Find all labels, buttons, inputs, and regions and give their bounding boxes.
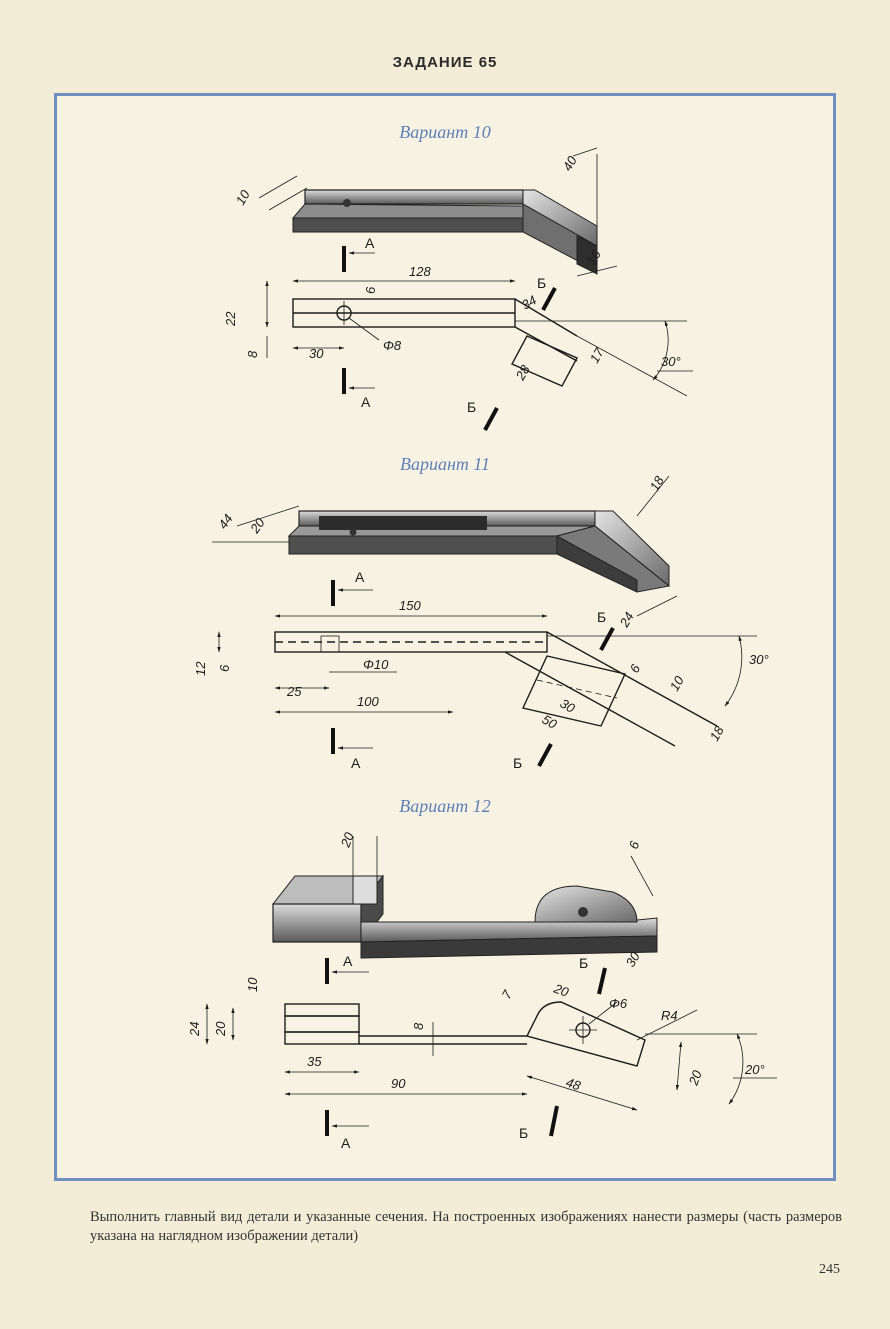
cut-a-top: A (365, 235, 375, 251)
dim-7: 7 (499, 987, 516, 1001)
dim-10-12: 10 (245, 977, 260, 992)
dim-48: 48 (564, 1075, 583, 1094)
dim-35: 35 (307, 1054, 322, 1069)
dim-phi8: Φ8 (383, 338, 402, 353)
drawings-svg: 10 40 16 128 6 22 8 (187, 147, 777, 1151)
dim-20-top: 20 (337, 830, 357, 850)
dim-8: 8 (245, 350, 260, 358)
dim-6: 6 (363, 286, 378, 294)
dim-28: 28 (512, 362, 533, 384)
cut-b-bottom: Б (467, 399, 476, 415)
variant-11-label: Вариант 11 (399, 454, 491, 474)
cut-a-bottom: A (361, 394, 371, 410)
cut-b-bottom-12: Б (519, 1125, 528, 1141)
dim-12: 12 (193, 661, 208, 676)
task-instructions: Выполнить главный вид детали и указанные… (90, 1209, 842, 1244)
dim-6-12: 6 (626, 838, 643, 851)
cut-a-bottom-11: A (351, 755, 361, 771)
dim-20-b-12: 20 (551, 980, 571, 1000)
dim-18: 18 (647, 473, 668, 494)
dim-30-b: 30 (558, 696, 579, 717)
dim-r4: R4 (661, 1008, 678, 1023)
dim-40: 40 (560, 153, 581, 174)
cut-b-top-12: Б (579, 955, 588, 971)
dim-20: 20 (247, 515, 269, 537)
page-number: 245 (819, 1262, 840, 1277)
dim-8-12: 8 (411, 1022, 426, 1030)
dim-angle-30-b: 30° (749, 652, 769, 667)
dim-50: 50 (540, 712, 561, 733)
dim-6-b: 6 (627, 661, 644, 675)
cut-a-top-11: A (355, 569, 365, 585)
cut-a-top-12: A (343, 953, 353, 969)
dim-10: 10 (233, 187, 254, 208)
variant-11-isometric (287, 510, 671, 593)
dim-angle-30: 30° (661, 354, 681, 369)
dim-128: 128 (409, 264, 431, 279)
cut-b-bottom-11: Б (513, 755, 522, 771)
dim-22: 22 (223, 311, 238, 327)
variant-12-isometric (271, 874, 658, 959)
variant-12-view: 10 24 20 8 35 90 7 20 Φ6 R4 48 20 20° (187, 953, 777, 1151)
dim-angle-20: 20° (744, 1062, 765, 1077)
drawing-frame: Вариант 10 Вариант 11 Вариант 12 (54, 93, 836, 1181)
dim-44: 44 (215, 511, 236, 531)
dim-phi10: Φ10 (363, 657, 389, 672)
dim-17: 17 (587, 345, 608, 366)
variant-10-isometric (291, 189, 598, 275)
dim-20-12: 20 (213, 1021, 228, 1037)
task-title: ЗАДАНИЕ 65 (392, 54, 498, 71)
dim-25: 25 (286, 684, 302, 699)
cut-b-top: Б (537, 275, 546, 291)
variant-10-label: Вариант 10 (399, 122, 491, 142)
dim-30: 30 (309, 346, 324, 361)
dim-34: 34 (519, 292, 539, 312)
dim-10: 10 (667, 673, 688, 694)
cut-b-top-11: Б (597, 609, 606, 625)
dim-24: 24 (616, 609, 637, 630)
variant-12-label: Вариант 12 (399, 796, 491, 816)
dim-90: 90 (391, 1076, 406, 1091)
dim-150: 150 (399, 598, 421, 613)
cut-a-bottom-12: A (341, 1135, 351, 1151)
dim-100: 100 (357, 694, 379, 709)
dim-6: 6 (217, 664, 232, 672)
variant-10-view: 128 6 22 8 30 Φ8 34 17 28 30° A A (223, 235, 693, 431)
dim-20-c-12: 20 (685, 1068, 705, 1088)
variant-11-view: 150 12 6 Φ10 25 100 30 50 6 10 18 30° A … (193, 569, 769, 771)
dim-18-b: 18 (707, 723, 728, 744)
dim-24-12: 24 (187, 1022, 202, 1037)
dim-phi6: Φ6 (609, 996, 628, 1011)
